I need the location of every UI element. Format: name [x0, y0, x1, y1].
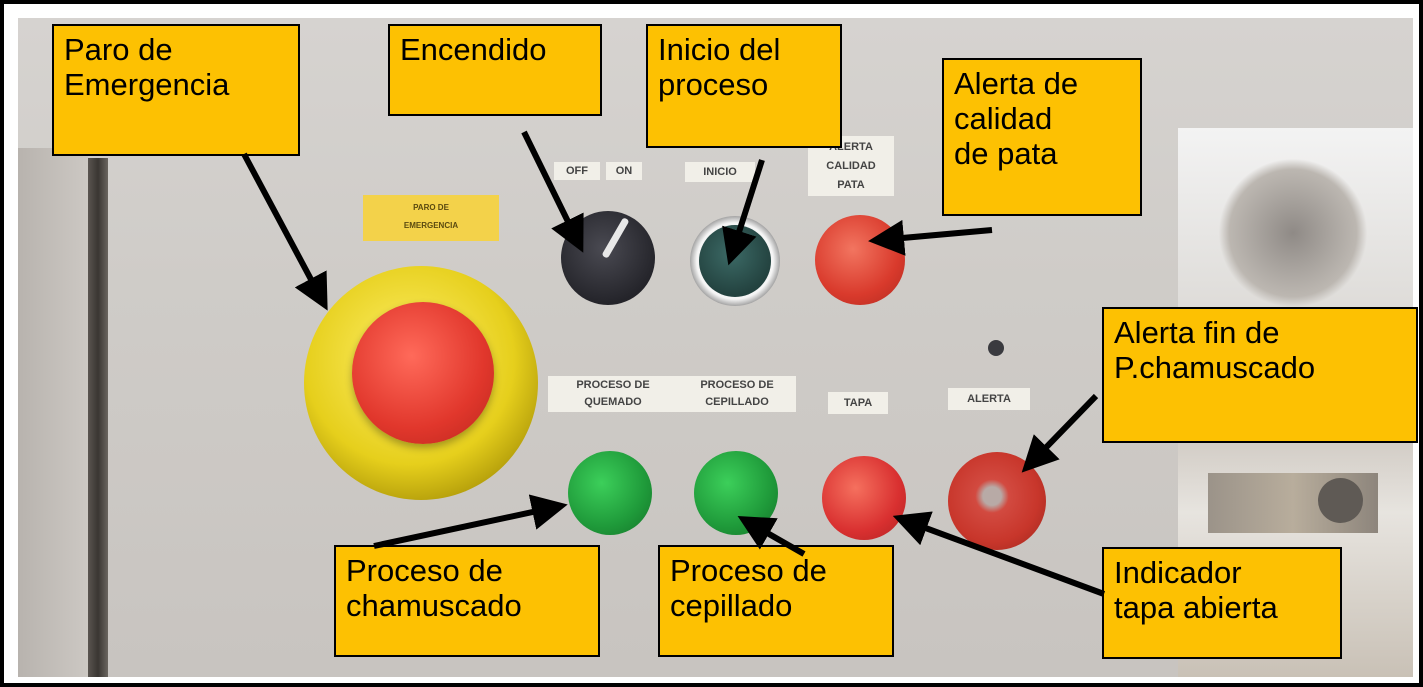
start-button[interactable]: [699, 225, 771, 297]
panel-door-edge: [88, 158, 108, 677]
proceso-cepillado-label: PROCESO DE CEPILLADO: [678, 376, 796, 412]
quality-alert-light: [815, 215, 905, 305]
cepillado-light: [694, 451, 778, 535]
off-label: OFF: [554, 162, 600, 180]
background-wheel: [1318, 478, 1363, 523]
callout-alerta-fin: Alerta fin de P.chamuscado: [1102, 307, 1418, 443]
callout-paro-emergencia: Paro de Emergencia: [52, 24, 300, 156]
callout-proceso-chamuscado: Proceso de chamuscado: [334, 545, 600, 657]
on-label: ON: [606, 162, 642, 180]
panel-screw: [988, 340, 1004, 356]
end-alert-beacon: [948, 452, 1046, 550]
callout-alerta-calidad: Alerta de calidad de pata: [942, 58, 1142, 216]
callout-encendido: Encendido: [388, 24, 602, 116]
power-selector-switch[interactable]: [561, 211, 655, 305]
tapa-label: TAPA: [828, 392, 888, 414]
callout-inicio-proceso: Inicio del proceso: [646, 24, 842, 148]
paro-emergencia-plate: PARO DE EMERGENCIA: [363, 195, 499, 241]
background-machine: [1218, 158, 1368, 308]
alerta-label: ALERTA: [948, 388, 1030, 410]
proceso-quemado-label: PROCESO DE QUEMADO: [548, 376, 678, 412]
tapa-light: [822, 456, 906, 540]
chamuscado-light: [568, 451, 652, 535]
emergency-stop-button[interactable]: [352, 302, 494, 444]
callout-indicador-tapa: Indicador tapa abierta: [1102, 547, 1342, 659]
panel-left-shade: [18, 148, 88, 677]
callout-proceso-cepillado: Proceso de cepillado: [658, 545, 894, 657]
inicio-label: INICIO: [685, 162, 755, 182]
